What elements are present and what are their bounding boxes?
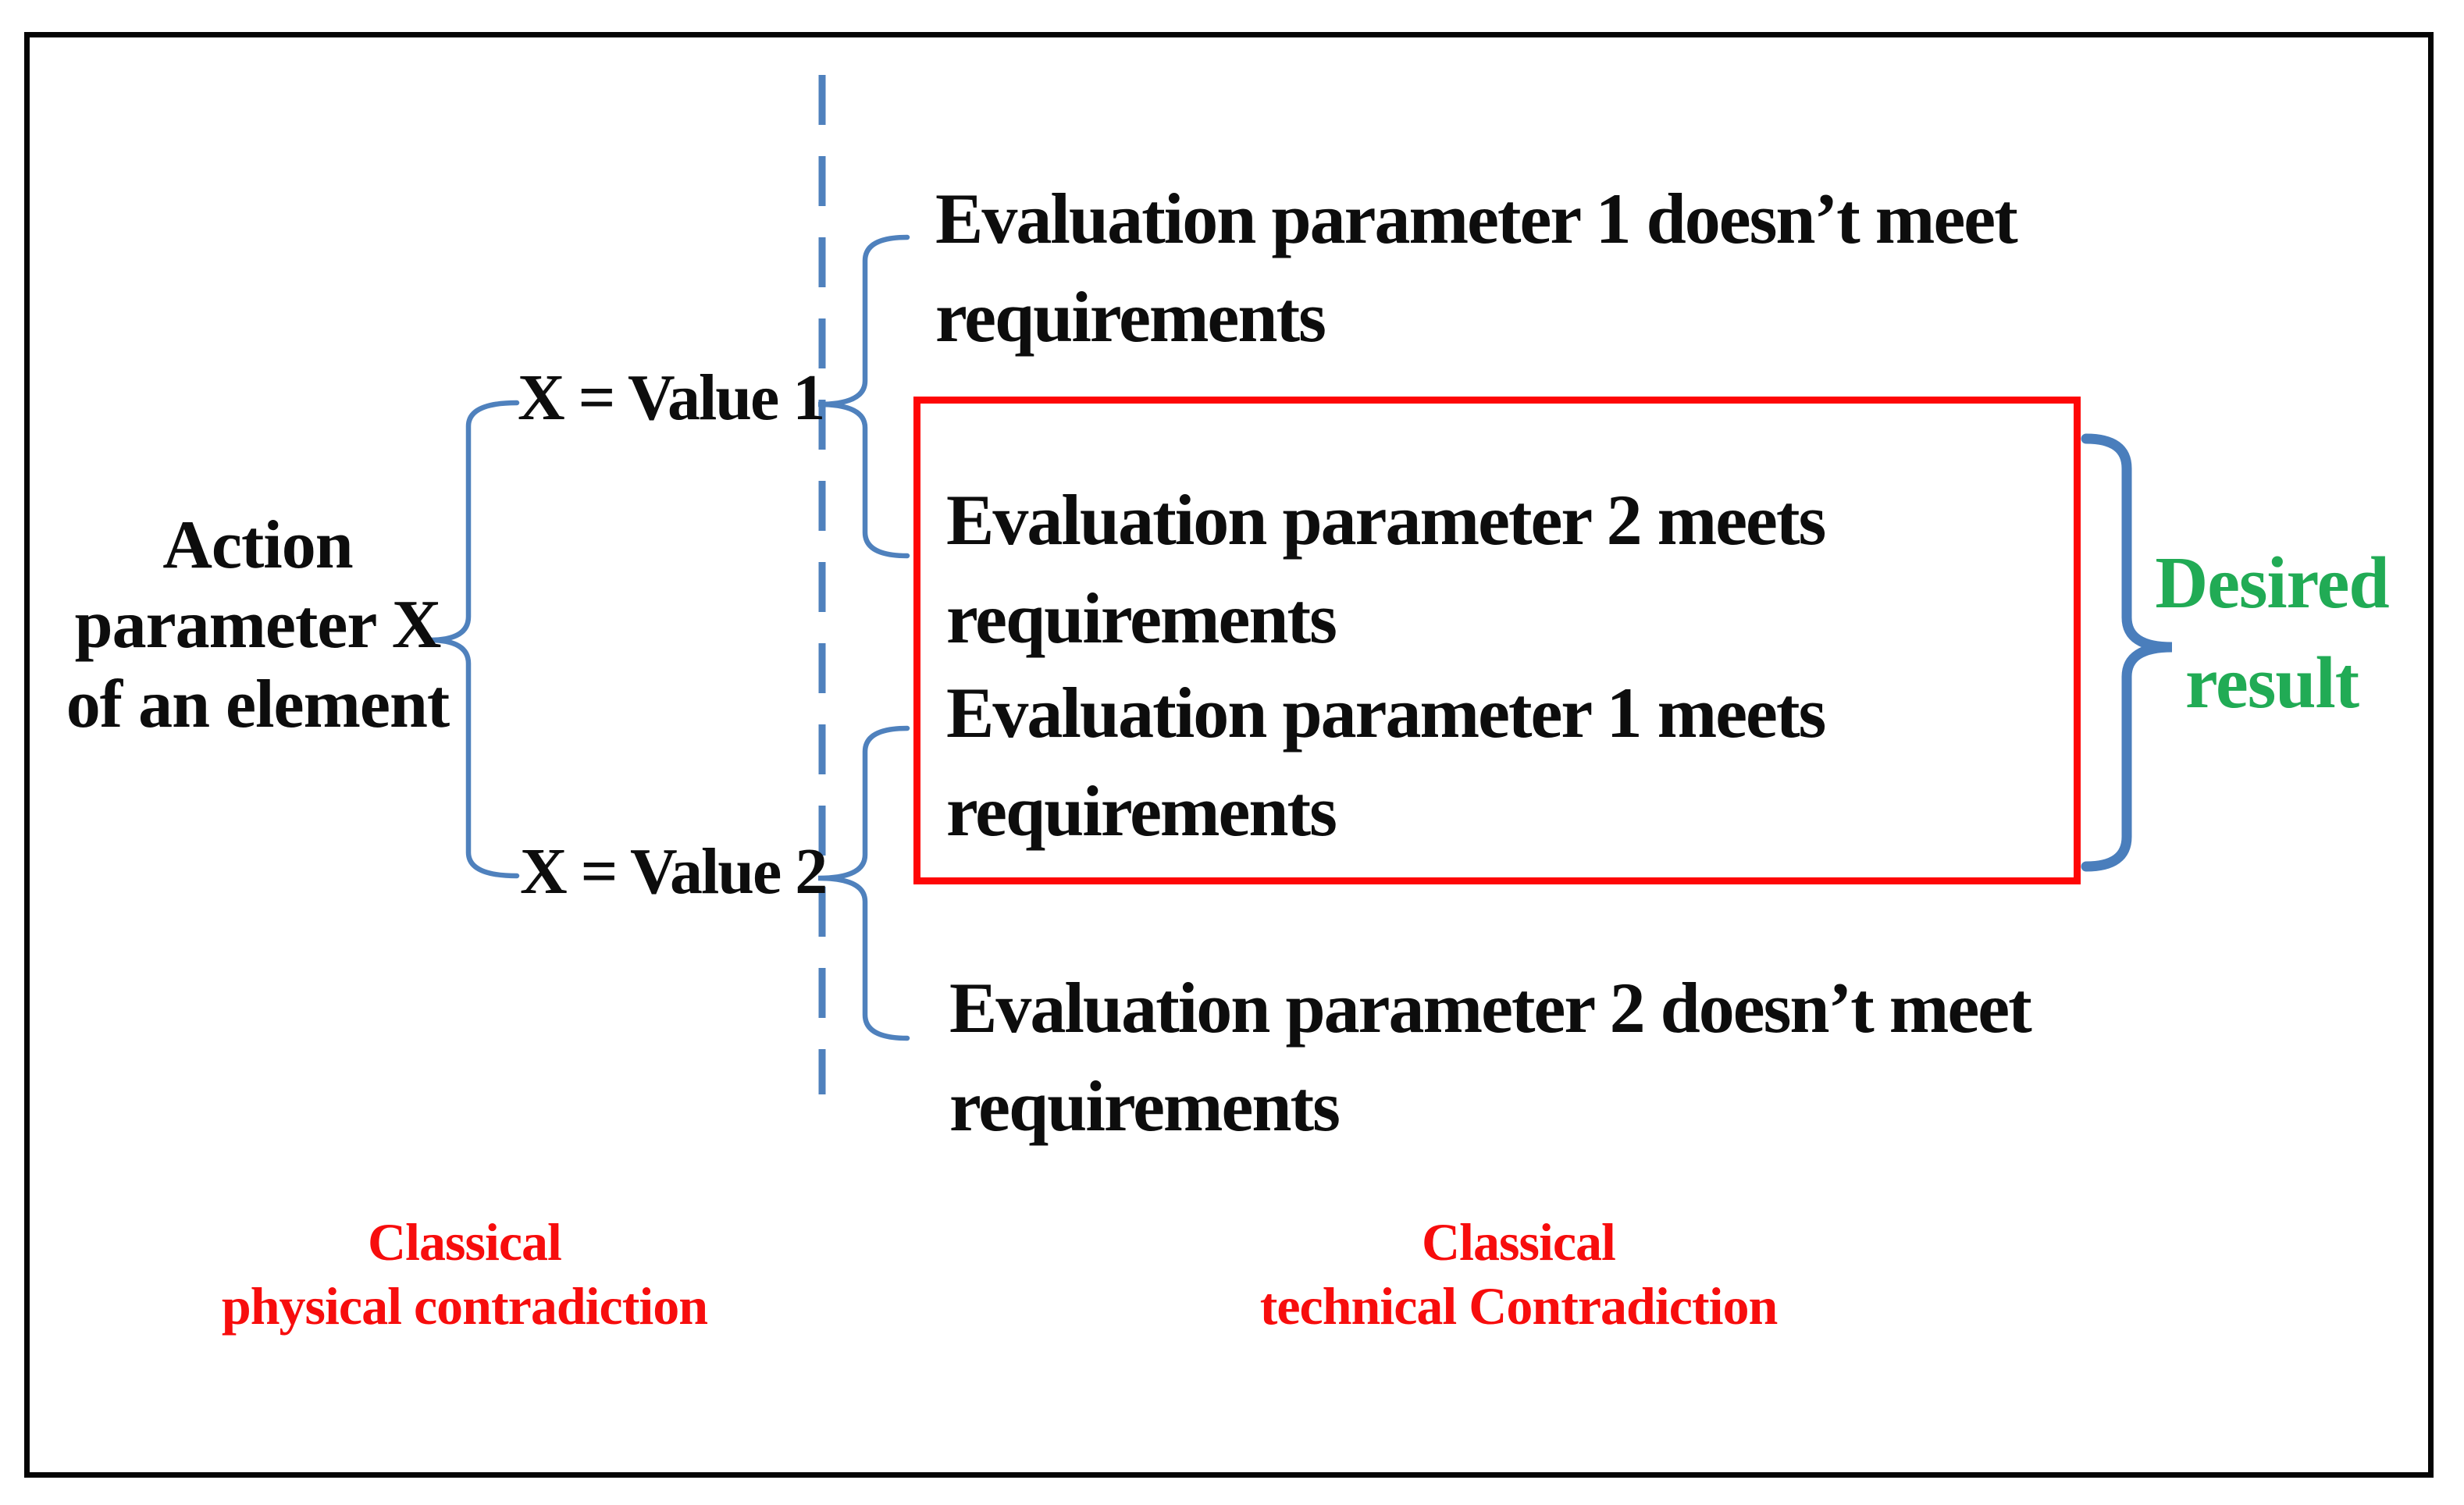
value2-text: X = Value 2 [520, 835, 828, 908]
brace-value2-outcomes [817, 725, 910, 1041]
technical-contradiction-line2: technical Contradiction [1259, 1276, 1779, 1336]
desired-result-line1: Desired [2155, 543, 2389, 624]
action-parameter-line3: of an element [66, 667, 450, 742]
outcome-2-line1: Evaluation parameter 2 meets [946, 480, 1826, 560]
outcome-4-label: Evaluation parameter 2 doesn’t meet requ… [949, 959, 2032, 1155]
outcome-4-line1: Evaluation parameter 2 doesn’t meet [949, 968, 2032, 1048]
technical-contradiction-line1: Classical [1422, 1212, 1616, 1272]
action-parameter-line2: parameter X [74, 587, 442, 663]
value1-text: X = Value 1 [518, 361, 825, 434]
outcome-4-line2: requirements [949, 1066, 1341, 1146]
outcome-1-line1: Evaluation parameter 1 doesn’t meet [935, 179, 2018, 258]
figure-border [24, 32, 2434, 1478]
desired-outcomes-highlight-box [913, 397, 2081, 884]
outcome-1-line2: requirements [935, 277, 1326, 357]
outcome-1-label: Evaluation parameter 1 doesn’t meet requ… [935, 169, 2018, 366]
action-parameter-label: Action parameter X of an element [31, 506, 484, 745]
outcome-3-line1: Evaluation parameter 1 meets [946, 673, 1826, 752]
physical-contradiction-label: Classical physical contradiction [203, 1210, 726, 1338]
desired-result-line2: result [2184, 642, 2359, 724]
value2-label: X = Value 2 [520, 835, 828, 908]
technical-contradiction-label: Classical technical Contradiction [1241, 1210, 1796, 1338]
value1-label: X = Value 1 [518, 361, 825, 434]
desired-result-label: Desired result [2139, 533, 2405, 733]
brace-desired-result [2081, 433, 2173, 872]
outcome-3-label: Evaluation parameter 1 meets requirement… [946, 664, 1826, 860]
brace-action-parameter [429, 400, 520, 879]
physical-contradiction-line2: physical contradiction [221, 1276, 708, 1336]
outcome-2-line2: requirements [946, 578, 1337, 658]
physical-contradiction-line1: Classical [368, 1212, 562, 1272]
outcome-3-line2: requirements [946, 771, 1337, 851]
brace-value1-outcomes [817, 234, 910, 559]
outcome-2-label: Evaluation parameter 2 meets requirement… [946, 471, 1826, 667]
action-parameter-line1: Action [162, 507, 353, 583]
